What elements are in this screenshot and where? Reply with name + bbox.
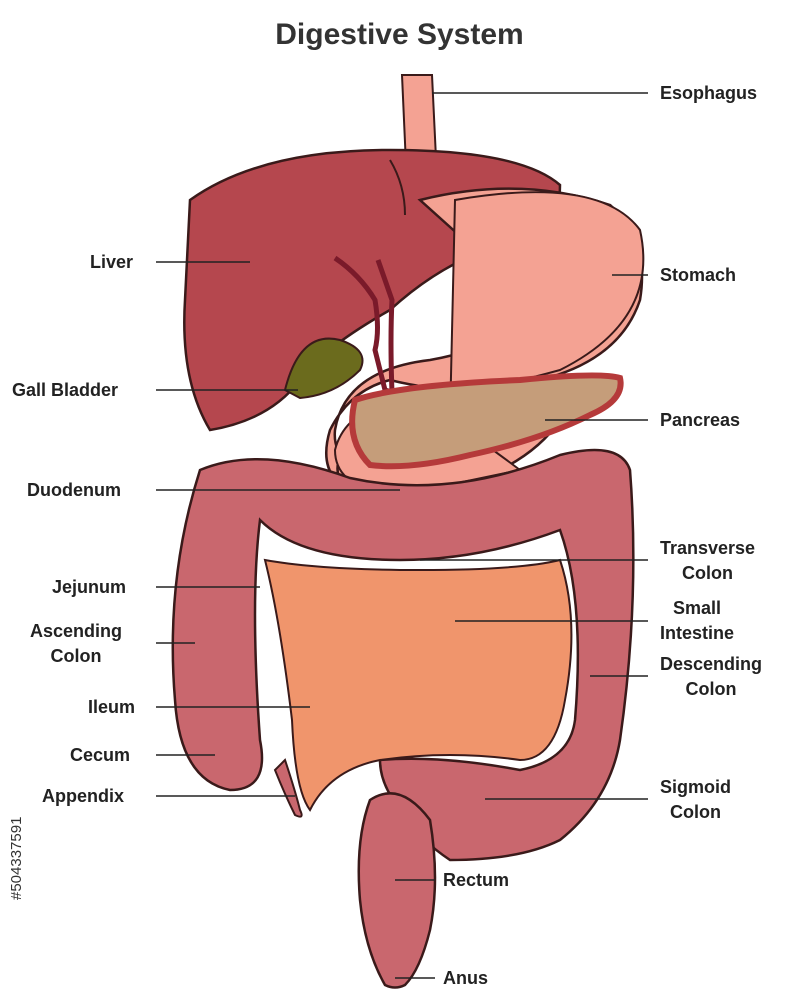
label-ascending-colon: Ascending Colon	[30, 619, 122, 669]
label-pancreas: Pancreas	[660, 410, 741, 430]
label-descending-colon: Descending Colon	[660, 652, 762, 702]
label-appendix: Appendix	[42, 786, 125, 806]
label-stomach: Stomach	[660, 265, 737, 285]
label-small-intestine-line1: Small	[672, 598, 722, 618]
label-small-intestine-line2: Intestine	[660, 623, 735, 643]
rectum-organ	[357, 792, 437, 989]
appendix-organ	[273, 758, 303, 818]
label-transverse-colon-line2: Colon	[682, 563, 734, 583]
small-intestine-organ	[263, 558, 573, 812]
label-ileum: Ileum	[88, 697, 136, 717]
label-small-intestine: Small Intestine	[660, 596, 734, 646]
gall-bladder-organ	[283, 337, 364, 400]
label-esophagus: Esophagus	[660, 83, 758, 103]
label-duodenum: Duodenum	[27, 480, 121, 500]
label-cecum: Cecum	[70, 745, 131, 765]
label-sigmoid-colon-line1: Sigmoid	[660, 777, 731, 797]
label-descending-colon-line1: Descending	[660, 654, 763, 674]
label-descending-colon-line2: Colon	[685, 679, 737, 699]
diagram-title: Digestive System	[275, 18, 524, 51]
stock-id: #504337591	[8, 816, 25, 900]
label-transverse-colon-line1: Transverse	[660, 538, 756, 558]
pancreas-organ	[349, 372, 624, 470]
label-liver: Liver	[90, 252, 134, 272]
label-gall-bladder: Gall Bladder	[12, 380, 119, 400]
label-transverse-colon: Transverse Colon	[660, 536, 755, 586]
label-jejunum: Jejunum	[52, 577, 127, 597]
label-ascending-colon-line1: Ascending	[30, 621, 123, 641]
label-sigmoid-colon: Sigmoid Colon	[660, 775, 731, 825]
colon-organ	[171, 448, 635, 862]
label-ascending-colon-line2: Colon	[50, 646, 102, 666]
label-rectum: Rectum	[443, 870, 510, 890]
label-sigmoid-colon-line2: Colon	[670, 802, 721, 822]
label-anus: Anus	[443, 968, 488, 988]
